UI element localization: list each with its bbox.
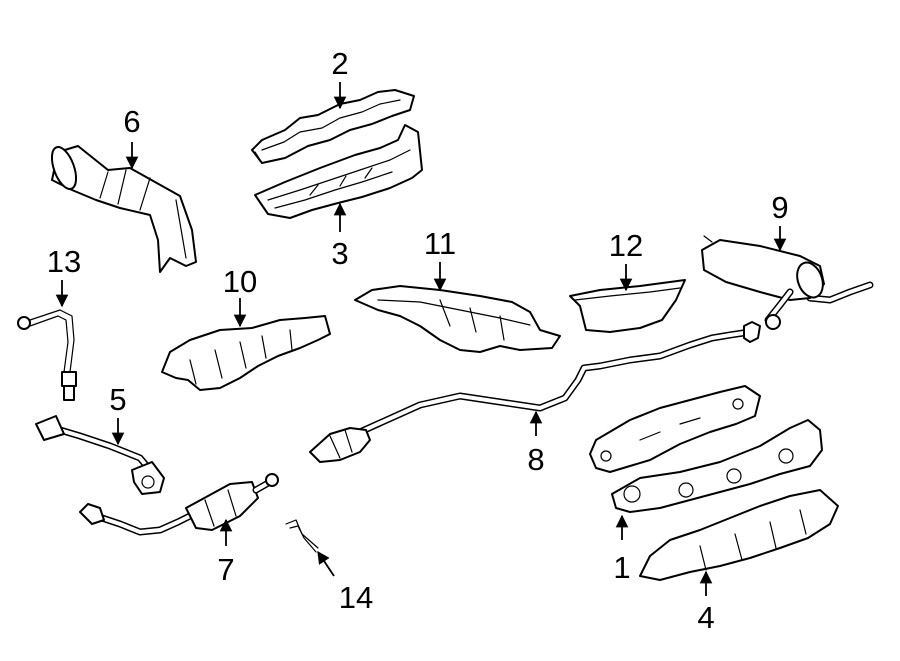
part-10-heat-shield[interactable] <box>161 315 331 391</box>
callout-labels: 1 2 3 4 5 6 7 8 9 10 11 12 13 14 <box>47 46 789 635</box>
part-11-heat-shield[interactable] <box>354 285 561 353</box>
callout-4: 4 <box>697 600 714 635</box>
leader-arrows <box>55 82 787 596</box>
part-7-catalytic-converter[interactable] <box>79 473 279 536</box>
callout-8: 8 <box>527 442 544 477</box>
part-4-manifold-heat-shield[interactable] <box>639 489 839 581</box>
part-5-pipe[interactable] <box>35 415 165 495</box>
part-13-oxygen-sensor[interactable] <box>17 309 77 401</box>
callout-14: 14 <box>339 580 373 615</box>
callout-5: 5 <box>109 382 126 417</box>
callout-6: 6 <box>123 104 140 139</box>
leader-14 <box>317 550 335 577</box>
callout-12: 12 <box>609 228 643 263</box>
part-12-heat-shield[interactable] <box>569 279 686 333</box>
callout-9: 9 <box>771 190 788 225</box>
callout-10: 10 <box>223 264 257 299</box>
part-1-exhaust-manifold[interactable] <box>611 419 823 513</box>
part-3-lower-heat-shield[interactable] <box>254 124 423 219</box>
callout-1: 1 <box>613 550 630 585</box>
callout-11: 11 <box>424 226 456 261</box>
part-6-front-pipe[interactable] <box>47 144 197 273</box>
part-14-bracket[interactable] <box>285 519 319 553</box>
callout-2: 2 <box>331 46 348 81</box>
part-8-intermediate-pipe[interactable] <box>309 321 761 463</box>
callout-3: 3 <box>331 236 348 271</box>
callout-13: 13 <box>47 244 81 279</box>
part-9-muffler[interactable] <box>701 235 874 330</box>
manifold-gasket[interactable] <box>589 385 761 473</box>
part-2-upper-heat-shield[interactable] <box>251 89 415 164</box>
callout-7: 7 <box>217 552 234 587</box>
